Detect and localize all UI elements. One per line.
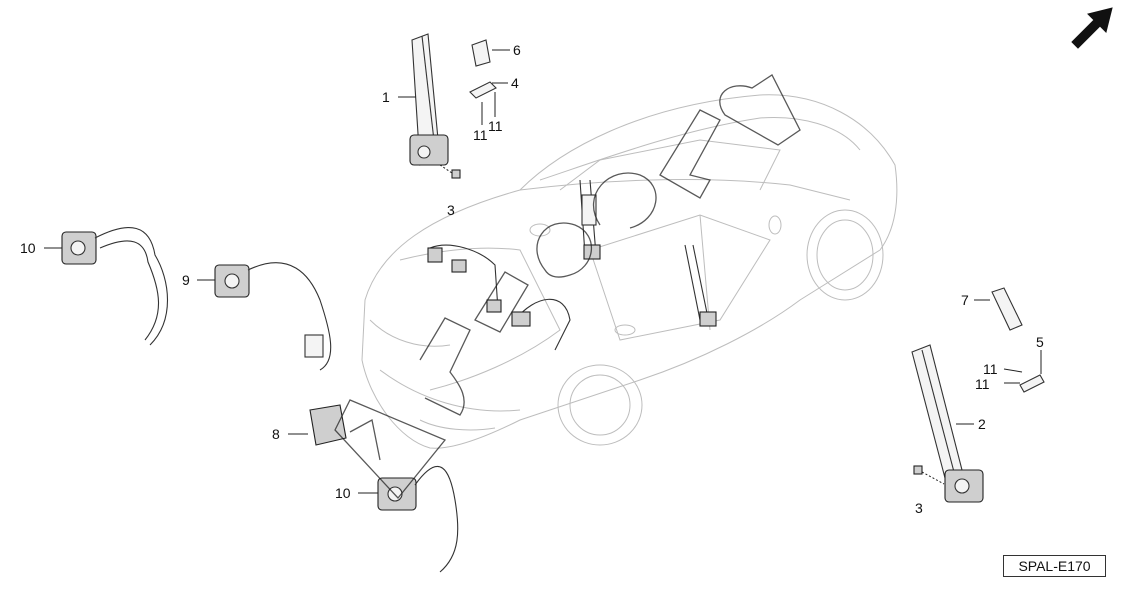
diagram-code-label: SPAL-E170 (1003, 555, 1106, 577)
callout-1: 1 (382, 89, 390, 105)
callout-11-d: 11 (975, 376, 990, 392)
front-direction-arrow-icon (1071, 7, 1113, 49)
callout-8: 8 (272, 426, 280, 442)
part-4-anchor (469, 81, 508, 125)
part-1-front-seat-belt (398, 33, 461, 179)
callout-9: 9 (182, 272, 190, 288)
callout-4: 4 (511, 75, 519, 91)
callout-11-b: 11 (488, 118, 503, 134)
callout-6: 6 (513, 42, 521, 58)
watermark-logo (334, 74, 801, 499)
part-6-bracket (471, 39, 510, 67)
part-7-bracket (974, 287, 1023, 331)
installed-parts (427, 179, 717, 351)
part-10-rear-retractor-left (44, 227, 168, 346)
vehicle-outline (361, 94, 898, 449)
callout-11-c: 11 (983, 361, 998, 377)
callout-10-bottom: 10 (335, 485, 351, 501)
part-10-rear-retractor-right (358, 465, 459, 573)
callout-10-left: 10 (20, 240, 36, 256)
callout-3-top: 3 (447, 202, 455, 218)
callout-11-a: 11 (473, 127, 488, 143)
part-5-anchor (1003, 350, 1045, 393)
callout-7: 7 (961, 292, 969, 308)
callout-2: 2 (978, 416, 986, 432)
part-8-buckle (288, 404, 347, 446)
part-9-rear-retractor-center (197, 262, 332, 371)
callout-3-right: 3 (915, 500, 923, 516)
part-2-front-seat-belt (911, 344, 984, 503)
callout-5: 5 (1036, 334, 1044, 350)
